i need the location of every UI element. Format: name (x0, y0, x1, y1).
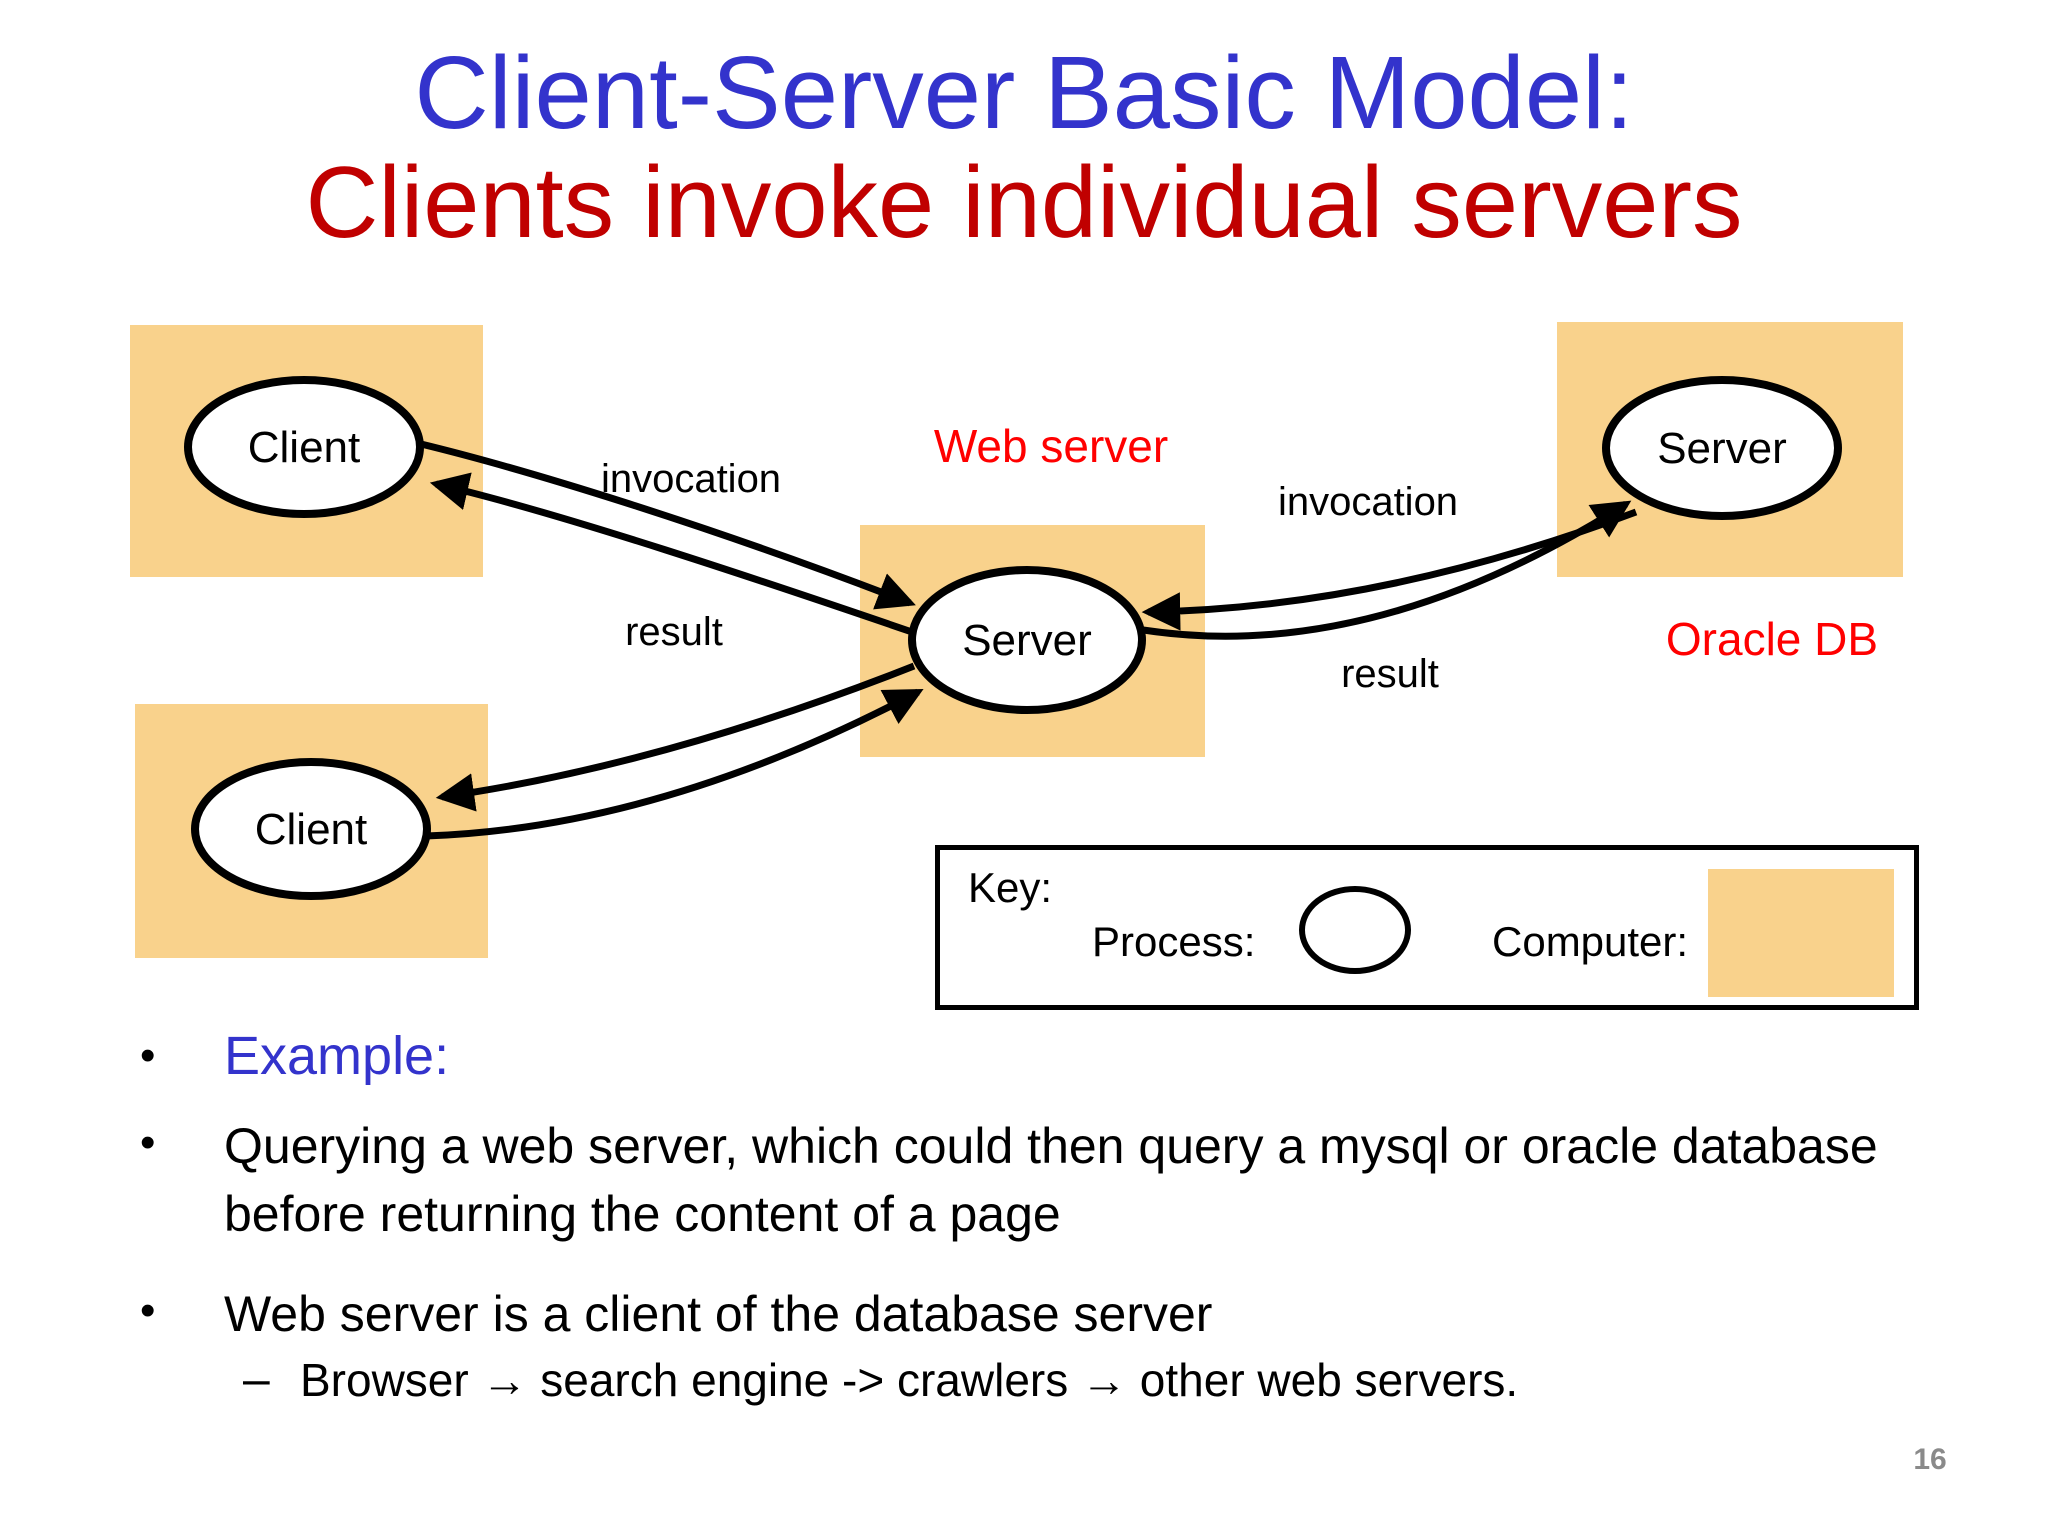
key-process-label: Process: (1092, 918, 1256, 965)
edge-result-db-server-to-web-server (1141, 508, 1638, 631)
process-ellipse-client-bottom (191, 758, 431, 900)
annotation-oracle-db: Oracle DB (1666, 613, 1878, 665)
node-label-client-bottom: Client (255, 805, 368, 854)
edge-invocation-web-server-to-db-server (1142, 500, 1632, 640)
sub-bullet-dash: – (243, 1353, 270, 1406)
key-computer-label: Computer: (1492, 918, 1689, 965)
process-ellipse-client-top (184, 376, 424, 518)
sub-bullet-browser-chain-text: Browser → search engine -> crawlers → ot… (300, 1354, 1519, 1406)
key-process-ellipse (1299, 886, 1411, 974)
edge-result-web-server-to-client-bottom (435, 662, 916, 812)
bullet-example-text: Example: (224, 1026, 450, 1086)
key-computer-rect (1708, 869, 1894, 997)
sub-bullet-browser-chain: – Browser → search engine -> crawlers → … (243, 1348, 1518, 1412)
node-label-web-server: Server (962, 616, 1092, 665)
page-number: 16 (1913, 1443, 1947, 1476)
bullet-marker: • (140, 1031, 156, 1080)
bullet-web-server-client: • Web server is a client of the database… (140, 1280, 1940, 1348)
bullet-web-server-client-text: Web server is a client of the database s… (224, 1286, 1213, 1342)
edge-invocation-client-top-to-web-server (420, 440, 916, 610)
key-box: Key: Process: Computer: (935, 845, 1919, 1010)
bullet-querying: • Querying a web server, which could the… (140, 1112, 1940, 1248)
edge-label-left-result: result (625, 610, 723, 654)
edge-result-web-server-to-client-top (429, 472, 914, 636)
edge-label-right-result: result (1341, 652, 1439, 696)
key-heading: Key: (968, 864, 1053, 911)
edge-invocation-client-bottom-to-web-server (425, 688, 924, 840)
bullet-querying-text: Querying a web server, which could then … (224, 1118, 1878, 1242)
node-label-db-server: Server (1657, 424, 1787, 473)
slide-title-line2: Clients invoke individual servers (305, 147, 1743, 259)
node-label-client-top: Client (248, 423, 361, 472)
slide-title-line1: Client-Server Basic Model: (414, 35, 1634, 150)
bullet-marker: • (140, 1118, 156, 1167)
edge-label-left-invocation: invocation (601, 457, 781, 501)
process-ellipse-db-server (1602, 376, 1842, 520)
edge-label-right-invocation: invocation (1278, 480, 1458, 524)
bullet-example: • Example: (140, 1025, 449, 1087)
bullet-marker: • (140, 1286, 156, 1335)
process-ellipse-web-server (908, 566, 1146, 714)
annotation-web-server: Web server (934, 420, 1168, 472)
